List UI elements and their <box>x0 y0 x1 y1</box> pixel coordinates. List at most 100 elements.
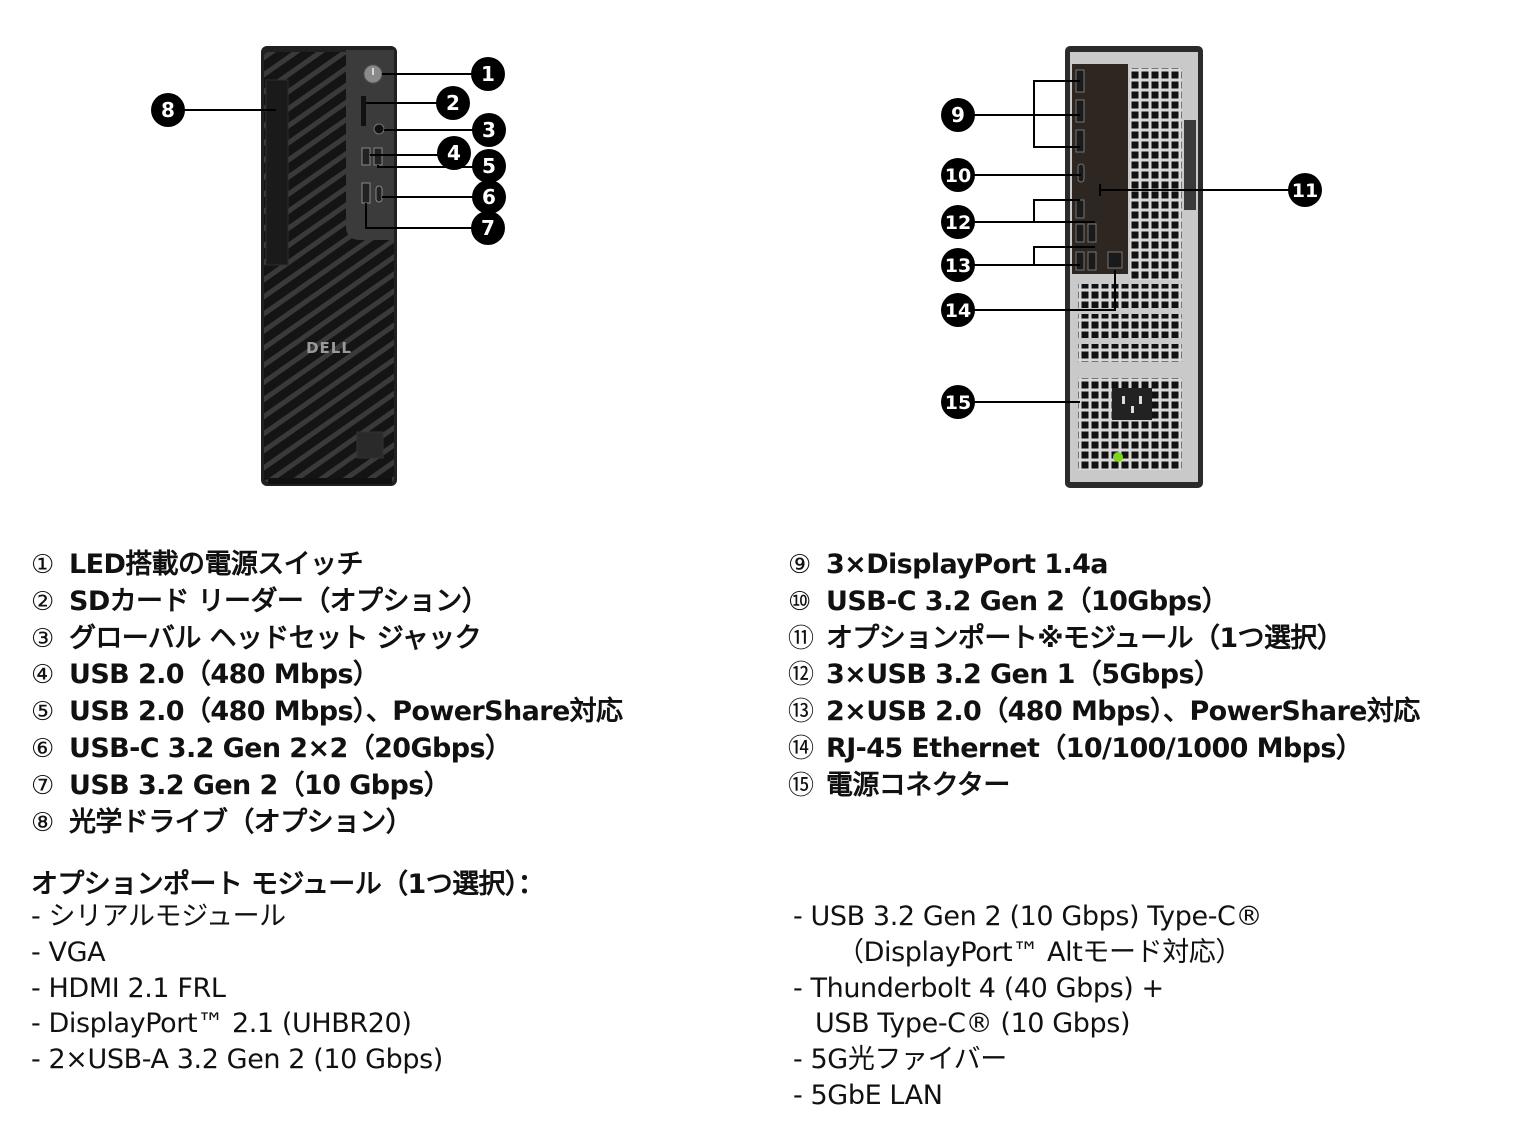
front-view-diagram: DELL 1 2 3 4 5 6 7 8 <box>151 46 506 486</box>
legend-item: ⑩ USB-C 3.2 Gen 2（10Gbps） <box>788 584 1420 621</box>
usb-a-port-icon <box>373 147 383 166</box>
sd-card-slot <box>361 96 366 126</box>
option-module-item: - 5GbE LAN <box>793 1079 943 1111</box>
legend-item: ⑧ 光学ドライブ（オプション） <box>31 805 622 842</box>
legend-number: ⑫ <box>788 660 814 691</box>
dell-logo: DELL <box>306 339 352 357</box>
svg-text:5: 5 <box>482 154 496 178</box>
legend-item: ⑨ 3×DisplayPort 1.4a <box>788 547 1420 584</box>
usb-a-port-icon <box>1087 251 1097 271</box>
option-module-item: - Thunderbolt 4 (40 Gbps) + <box>793 972 1164 1004</box>
option-module-item-continuation: （DisplayPort™ Altモード対応） <box>837 936 1242 968</box>
option-module-item: - 2×USB-A 3.2 Gen 2 (10 Gbps) <box>31 1044 443 1076</box>
usb-a-port-icon <box>1075 223 1085 243</box>
legend-item: ⑭ RJ-45 Ethernet（10/100/1000 Mbps） <box>788 731 1420 768</box>
callout-12: 12 <box>941 205 975 239</box>
headset-jack-icon <box>373 123 385 135</box>
svg-text:7: 7 <box>481 216 495 240</box>
legend-item: ⑥ USB-C 3.2 Gen 2×2（20Gbps） <box>31 731 622 768</box>
callout-7: 7 <box>471 211 505 245</box>
legend-number: ⑮ <box>788 770 814 801</box>
legend-number: ⑩ <box>788 586 811 617</box>
usb-a-port-icon <box>361 182 371 204</box>
option-module-item: - DisplayPort™ 2.1 (UHBR20) <box>31 1008 412 1040</box>
legend-item: ③ グローバル ヘッドセット ジャック <box>31 621 622 658</box>
legend-label: RJ-45 Ethernet（10/100/1000 Mbps） <box>826 732 1363 764</box>
callout-8: 8 <box>151 93 185 127</box>
legend-number: ⑦ <box>31 770 54 801</box>
usb-a-port-icon <box>1087 223 1097 243</box>
callout-14: 14 <box>941 293 975 327</box>
legend-label: 光学ドライブ（オプション） <box>69 806 413 838</box>
legend-item: ⑬ 2×USB 2.0（480 Mbps）、PowerShare対応 <box>788 694 1420 731</box>
legend-label: USB 2.0（480 Mbps）、PowerShare対応 <box>69 696 623 728</box>
callout-5: 5 <box>472 149 506 183</box>
displayport-icon <box>1075 99 1085 123</box>
legend-number: ③ <box>31 623 54 654</box>
svg-text:8: 8 <box>161 98 175 122</box>
legend-label: USB-C 3.2 Gen 2×2（20Gbps） <box>69 732 512 764</box>
svg-text:14: 14 <box>945 300 971 322</box>
svg-text:11: 11 <box>1292 180 1318 202</box>
legend-label: USB-C 3.2 Gen 2（10Gbps） <box>826 585 1229 617</box>
legend-label: LED搭載の電源スイッチ <box>69 549 363 580</box>
callout-10: 10 <box>941 158 975 192</box>
legend-label: USB 2.0（480 Mbps） <box>69 659 380 691</box>
svg-text:15: 15 <box>945 392 971 414</box>
usb-a-port-icon <box>361 147 371 166</box>
option-module-item: - シリアルモジュール <box>31 901 286 932</box>
rear-chassis <box>1065 46 1203 488</box>
svg-text:4: 4 <box>447 141 461 165</box>
callout-6: 6 <box>472 180 506 214</box>
rear-view-diagram: 9 10 11 12 13 14 15 <box>941 46 1322 488</box>
callout-3: 3 <box>472 113 506 147</box>
legend-number: ① <box>31 550 54 580</box>
legend-item: ② SDカード リーダー（オプション） <box>31 584 622 621</box>
legend-label: グローバル ヘッドセット ジャック <box>69 622 482 654</box>
legend-number: ⑧ <box>31 807 54 838</box>
legend-label: USB 3.2 Gen 2（10 Gbps） <box>69 769 451 801</box>
legend-number: ⑭ <box>788 733 814 764</box>
callout-2: 2 <box>436 86 470 120</box>
psu-status-led <box>1113 452 1123 462</box>
legend-item: ⑫ 3×USB 3.2 Gen 1（5Gbps） <box>788 657 1420 694</box>
callout-13: 13 <box>941 248 975 282</box>
legend-label: 3×DisplayPort 1.4a <box>826 549 1109 580</box>
option-modules-list-left: - シリアルモジュール - VGA - HDMI 2.1 FRL - Displ… <box>31 899 443 1078</box>
callout-15: 15 <box>941 385 975 419</box>
svg-text:9: 9 <box>951 103 965 127</box>
displayport-icon <box>1075 129 1085 153</box>
usb-c-port-icon <box>1077 163 1085 183</box>
legend-label: 2×USB 2.0（480 Mbps）、PowerShare対応 <box>826 696 1420 728</box>
front-chassis: DELL <box>261 46 397 486</box>
option-module-item: - 5G光ファイバー <box>793 1044 1007 1076</box>
legend-item: ① LED搭載の電源スイッチ <box>31 547 622 584</box>
legend-number: ⑨ <box>788 550 811 580</box>
option-modules-heading: オプションポート モジュール（1つ選択）： <box>31 869 545 900</box>
legend-label: SDカード リーダー（オプション） <box>69 585 489 617</box>
legend-number: ② <box>31 586 54 617</box>
power-connector-icon <box>1112 388 1152 420</box>
option-module-item: - HDMI 2.1 FRL <box>31 972 226 1004</box>
rear-leader-lines <box>958 80 1305 403</box>
rear-legend: ⑨ 3×DisplayPort 1.4a ⑩ USB-C 3.2 Gen 2（10G… <box>788 547 1420 805</box>
usb-a-port-icon <box>1075 251 1085 271</box>
usb-c-port-icon <box>375 185 383 203</box>
callout-4: 4 <box>437 136 471 170</box>
callout-11: 11 <box>1288 173 1322 207</box>
legend-number: ⑥ <box>31 733 54 764</box>
ethernet-port-icon <box>1107 251 1123 269</box>
svg-text:1: 1 <box>481 62 495 86</box>
svg-text:10: 10 <box>945 165 971 187</box>
optical-drive-slot <box>265 79 289 266</box>
callout-9: 9 <box>941 98 975 132</box>
svg-text:12: 12 <box>945 212 971 234</box>
svg-text:13: 13 <box>945 255 971 277</box>
svg-text:6: 6 <box>482 185 496 209</box>
legend-number: ⑪ <box>788 623 814 654</box>
legend-number: ⑬ <box>788 697 814 728</box>
option-modules-list-right: - USB 3.2 Gen 2 (10 Gbps) Type-C® （Displ… <box>793 899 1263 1114</box>
legend-label: 3×USB 3.2 Gen 1（5Gbps） <box>826 659 1221 691</box>
